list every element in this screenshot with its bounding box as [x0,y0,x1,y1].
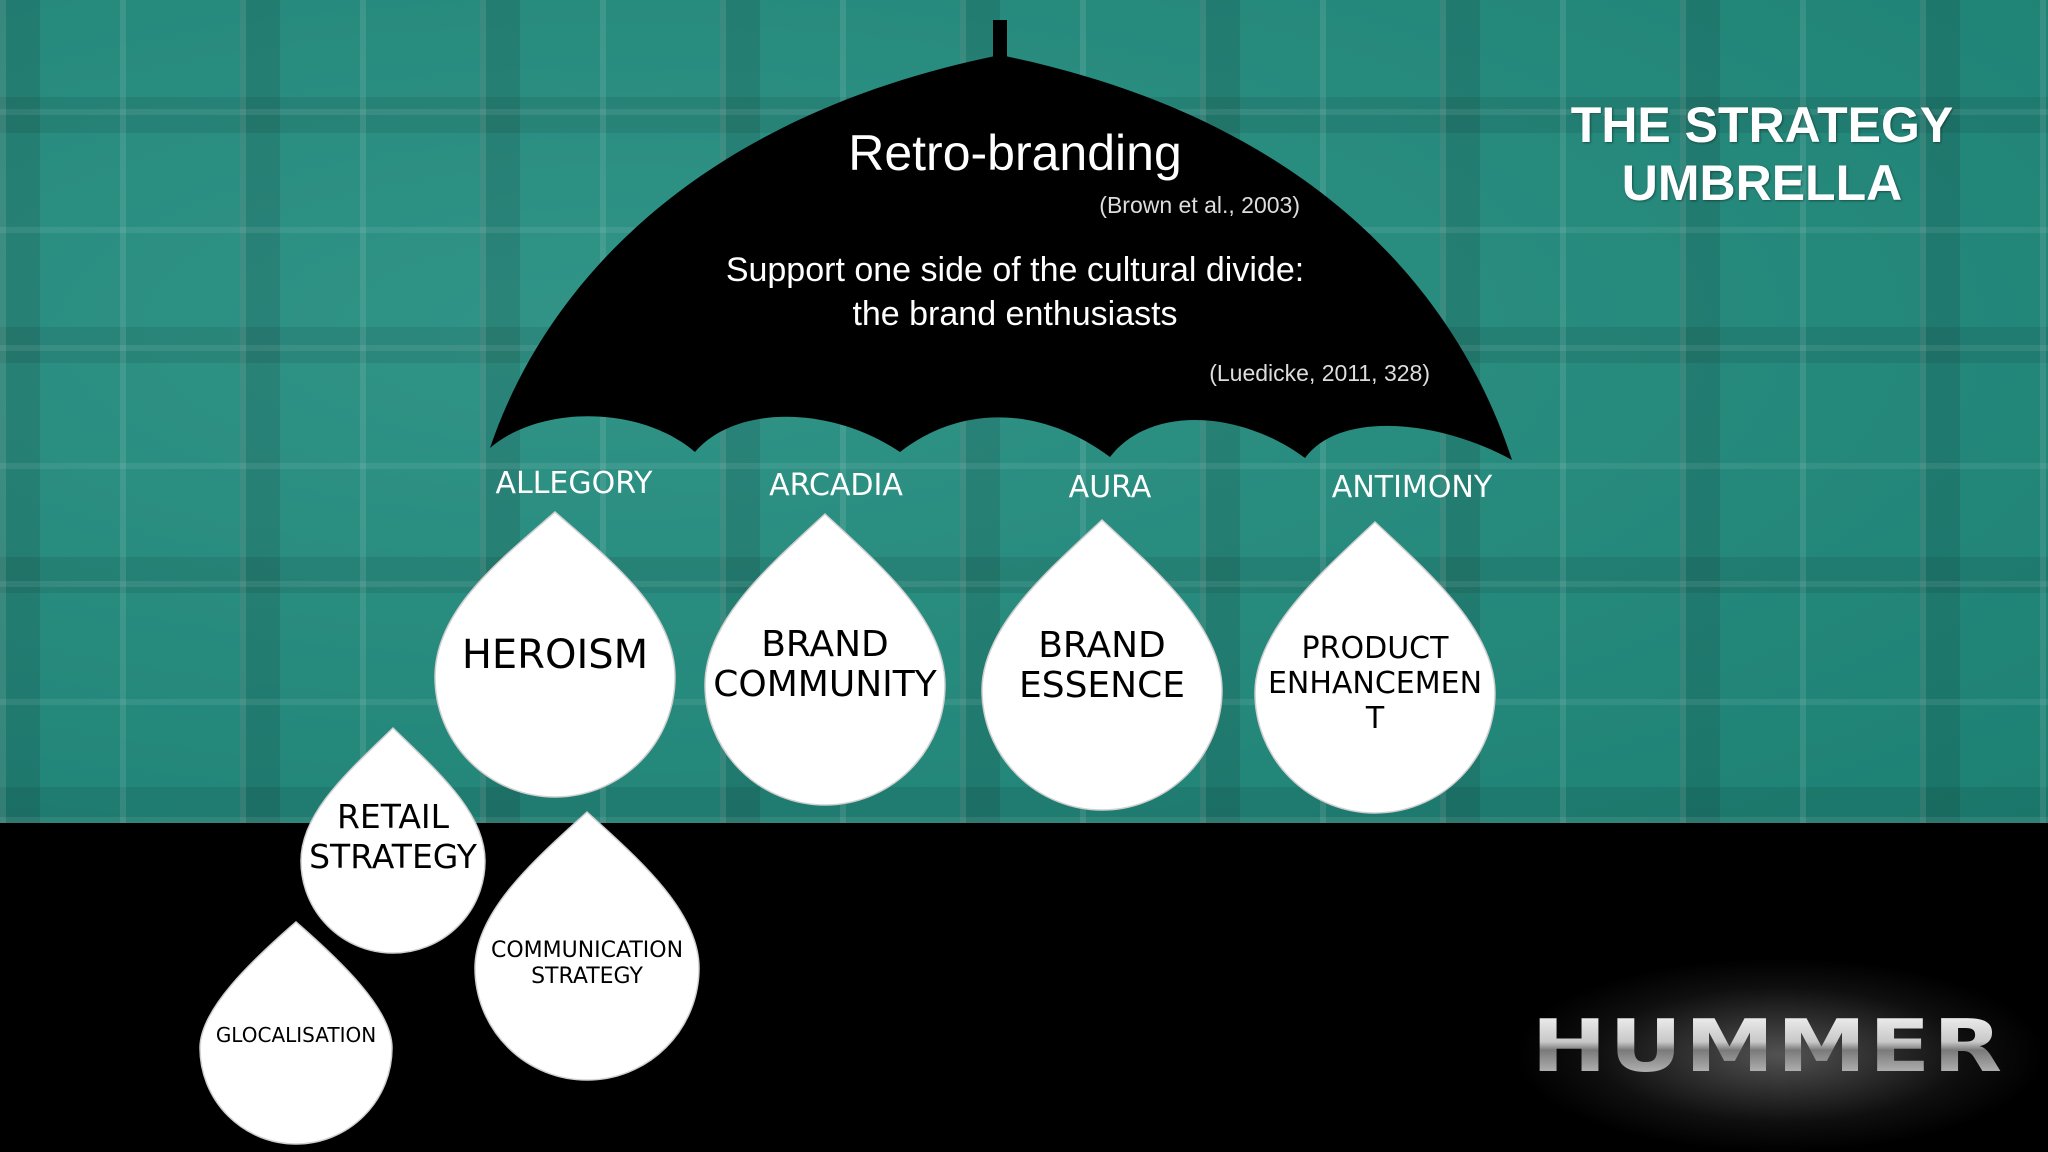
drop-product-enhancement-line-2: ENHANCEMEN [1267,665,1483,701]
umbrella-support-line-2: the brand enthusiasts [852,295,1178,333]
umbrella-heading: Retro-branding [848,125,1182,181]
label-arcadia: ARCADIA [769,468,903,503]
umbrella-tip-icon [993,20,1007,60]
drop-product-enhancement-line-3: T [1365,700,1385,736]
drop-brand-essence-shape [981,518,1223,811]
umbrella-support-text: Support one side of the cultural divide:… [660,248,1370,336]
slide-title: THE STRATEGY UMBRELLA [1520,96,2004,212]
drop-brand-essence-line-2: ESSENCE [1018,665,1185,706]
drop-brand-community-shape [704,512,946,806]
logo-glow [1520,960,2040,1150]
drop-retail-strategy-line-1: RETAIL [336,797,450,836]
drop-brand-essence: BRAND ESSENCE [982,616,1222,716]
drop-brand-community: BRAND COMMUNITY [705,615,945,715]
drop-communication-strategy-line-2: STRATEGY [531,964,643,989]
drop-glocalisation-line-1: GLOCALISATION [215,1023,377,1047]
drop-communication-strategy-shape [474,810,700,1081]
label-aura: AURA [1068,470,1152,505]
drop-brand-community-line-2: COMMUNITY [713,664,937,705]
drop-heroism-shape [434,511,676,798]
label-antimony: ANTIMONY [1331,470,1493,505]
drop-product-enhancement: PRODUCT ENHANCEMEN T [1255,628,1495,738]
label-allegory: ALLEGORY [495,466,653,501]
drop-product-enhancement-line-1: PRODUCT [1301,630,1449,666]
drop-heroism: HEROISM [435,610,675,700]
umbrella-support-line-1: Support one side of the cultural divide: [725,251,1305,289]
drop-retail-strategy: RETAIL STRATEGY [301,792,485,882]
drop-heroism-line-1: HEROISM [461,632,649,678]
hummer-logo: HUMMER [1468,1004,2048,1088]
drop-glocalisation-shape [199,921,393,1145]
slide-title-line-2: UMBRELLA [1621,155,1903,211]
drop-retail-strategy-shape [300,726,486,954]
umbrella-canopy [490,55,1512,460]
drop-retail-strategy-line-2: STRATEGY [309,837,477,876]
drop-glocalisation: GLOCALISATION [200,1020,392,1050]
drop-communication-strategy-line-1: COMMUNICATION [490,938,684,963]
drop-communication-strategy: COMMUNICATION STRATEGY [475,934,699,994]
drop-product-enhancement-shape [1254,520,1496,814]
drop-brand-essence-line-1: BRAND [1038,625,1166,666]
slide-title-line-1: THE STRATEGY [1570,97,1954,153]
umbrella-citation-luedicke: (Luedicke, 2011, 328) [1209,360,1430,386]
umbrella-citation-brown: (Brown et al., 2003) [1099,192,1300,218]
drop-brand-community-line-1: BRAND [761,624,889,665]
